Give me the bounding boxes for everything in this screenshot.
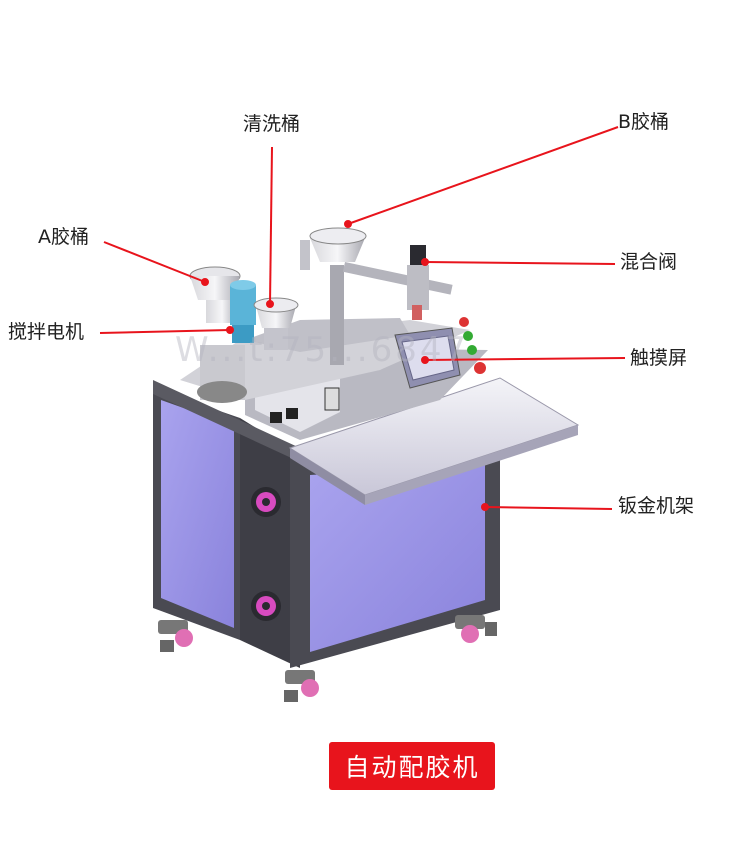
stirring-motor xyxy=(230,280,256,343)
cleaning-bucket xyxy=(253,297,299,350)
caster-wheels xyxy=(158,615,497,702)
leader-lines xyxy=(99,126,626,511)
label-mixing-valve: 混合阀 xyxy=(620,251,678,273)
label-a-glue-bucket: A胶桶 xyxy=(38,226,89,248)
label-cleaning-bucket: 清洗桶 xyxy=(243,113,301,135)
watermark: W...t:75...6847 xyxy=(175,330,470,370)
front-panel xyxy=(310,465,485,652)
label-sheet-metal-frame: 钣金机架 xyxy=(618,495,695,517)
title-badge: 自动配胶机 xyxy=(329,742,495,790)
mixing-valve xyxy=(407,245,429,320)
left-side-panel xyxy=(161,400,234,628)
fan-icon xyxy=(251,591,281,621)
fan-icon xyxy=(251,487,281,517)
label-touch-screen: 触摸屏 xyxy=(630,347,688,369)
label-stirring-motor: 搅拌电机 xyxy=(8,321,85,343)
label-b-glue-bucket: B胶桶 xyxy=(618,111,670,133)
